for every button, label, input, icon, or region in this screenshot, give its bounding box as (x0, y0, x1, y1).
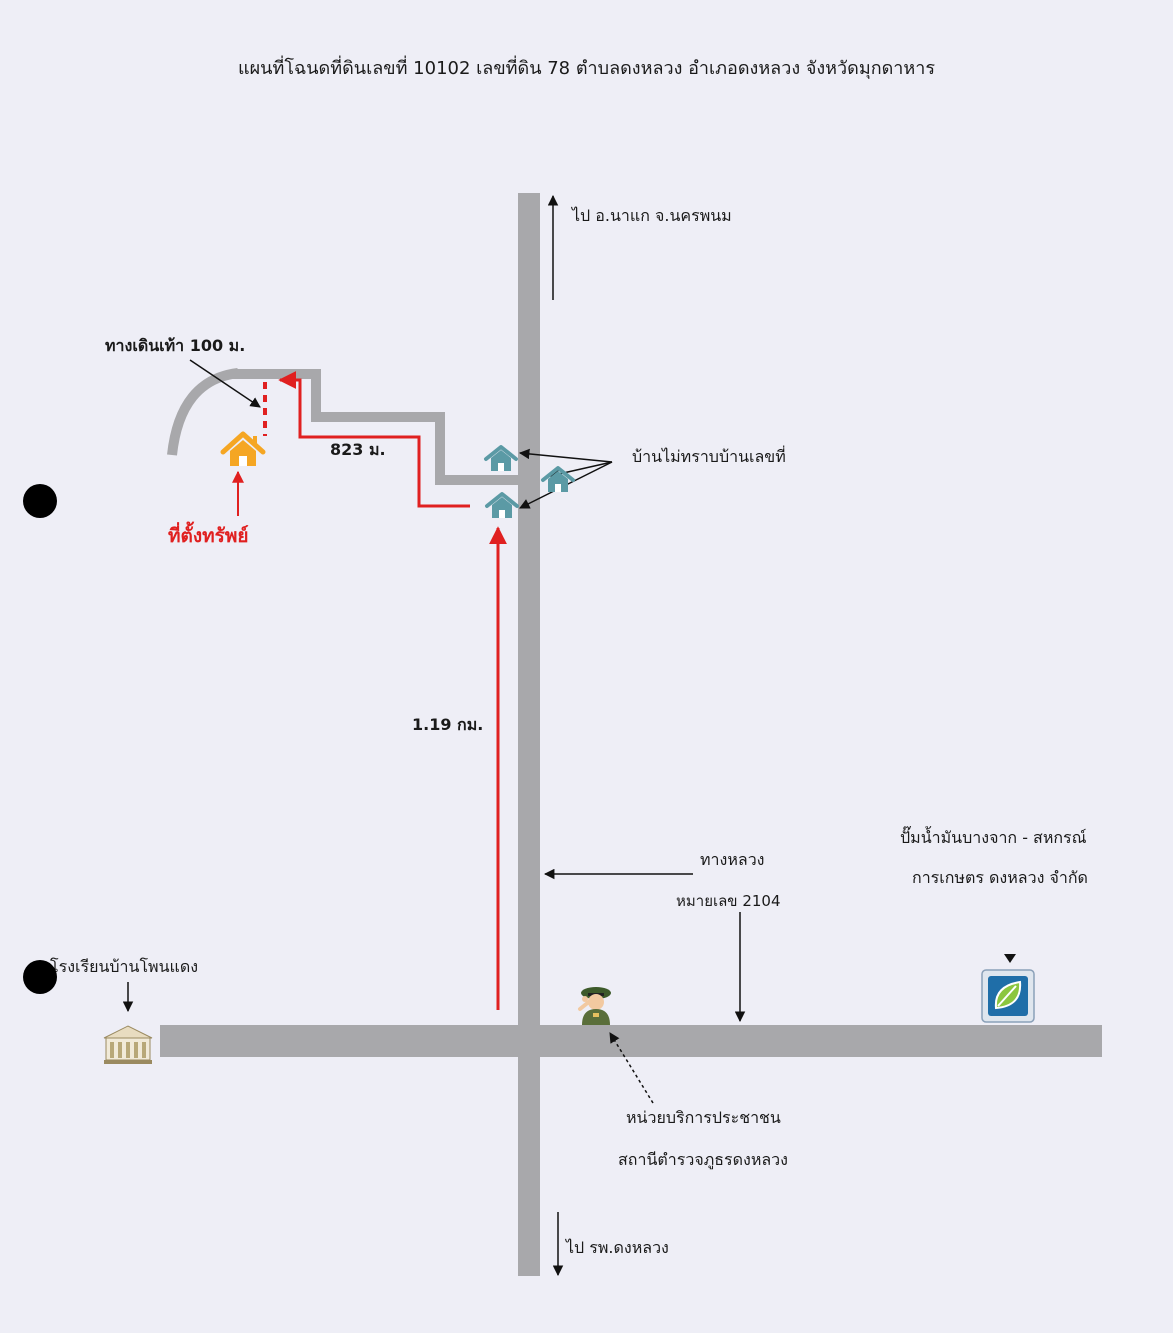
segment-distance-label: 823 ม. (330, 440, 386, 459)
police-pointer (609, 1032, 654, 1104)
houses-pointer-1 (518, 448, 613, 463)
highway-2104 (160, 1025, 1102, 1057)
highway-label-line1: ทางหลวง (700, 850, 765, 869)
curved-road (167, 368, 239, 456)
school-label: โรงเรียนบ้านโพนแดง (50, 957, 199, 976)
house-icon (220, 431, 266, 466)
school-icon (103, 1025, 153, 1064)
side-route-line (278, 371, 470, 508)
police-label-line1: หน่วยบริการประชาชน (626, 1108, 781, 1127)
house-icon (484, 445, 518, 471)
north-destination-label: ไป อ.นาแก จ.นครพนม (572, 206, 732, 225)
highway-label-line2: หมายเลข 2104 (676, 892, 781, 910)
police-icon (578, 987, 611, 1025)
side-road (232, 369, 518, 485)
page-title: แผนที่โฉนดที่ดินเลขที่ 10102 เลขที่ดิน 7… (238, 58, 936, 79)
gas-station-icon (981, 969, 1035, 1023)
house-icon (541, 466, 575, 492)
police-label-line2: สถานีตำรวจภูธรดงหลวง (618, 1150, 788, 1169)
gas-station-label-line1: ปั๊มน้ำมันบางจาก - สหกรณ์ (900, 828, 1087, 847)
gas-pointer (1004, 954, 1016, 963)
unknown-houses-label: บ้านไม่ทราบบ้านเลขที่ (632, 447, 786, 466)
punch-hole (23, 484, 57, 518)
main-distance-label: 1.19 กม. (412, 715, 484, 734)
house-icon (485, 492, 519, 518)
footpath-pointer (189, 359, 261, 408)
south-destination-label: ไป รพ.ดงหลวง (566, 1238, 669, 1257)
main-road-vertical (518, 193, 540, 1276)
gas-station-label-line2: การเกษตร ดงหลวง จำกัด (912, 868, 1088, 887)
footpath-label: ทางเดินเท้า 100 ม. (105, 336, 246, 355)
property-location-label: ที่ตั้งทรัพย์ (168, 525, 249, 547)
punch-hole (23, 960, 57, 994)
